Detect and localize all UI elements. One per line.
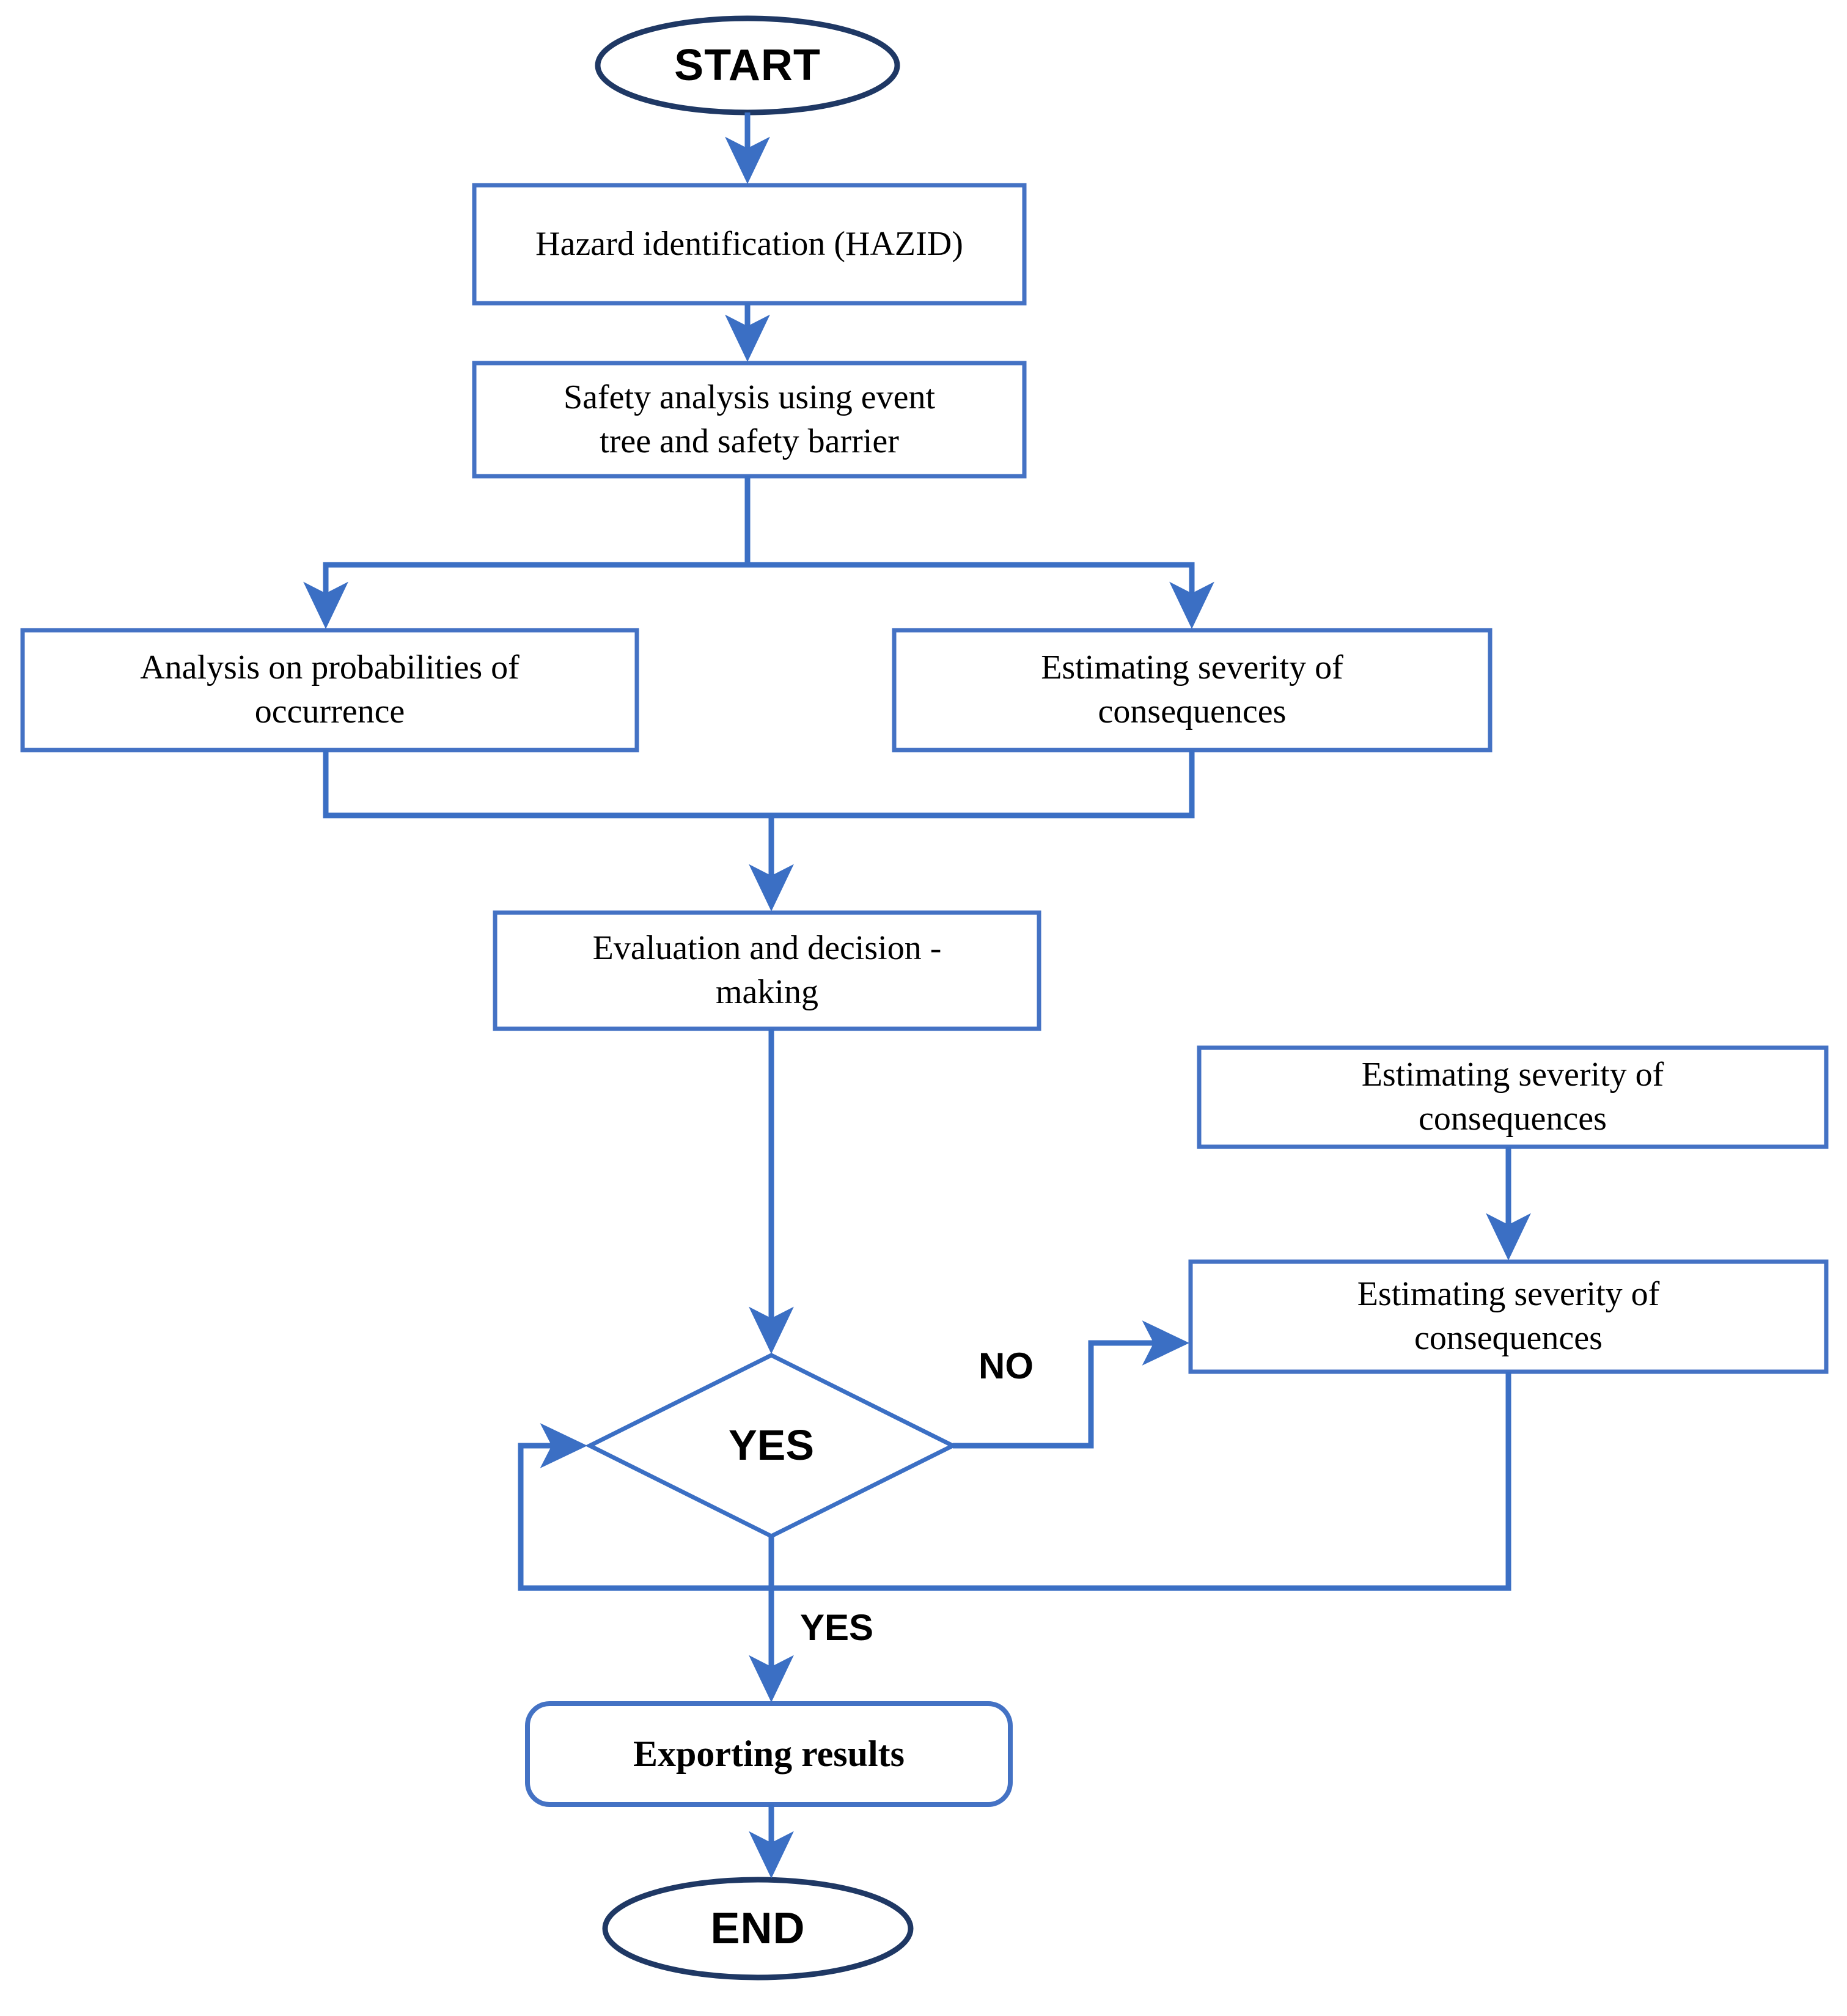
severity-1-process-shape	[892, 628, 1493, 752]
connector-safety-analysis-split	[303, 476, 751, 630]
start-terminal-shape	[595, 15, 900, 116]
connector-probabilities-merge	[323, 750, 1195, 819]
evaluation-process-shape	[493, 910, 1041, 1031]
connector-decision-no-to-severity3	[953, 1320, 1190, 1449]
connector-safety-analysis-split-right	[747, 562, 1214, 630]
end-terminal-shape	[602, 1877, 914, 1981]
safety-analysis-process-shape	[472, 361, 1027, 479]
edge-label-yes: YES	[800, 1607, 874, 1648]
hazid-process-shape	[472, 183, 1027, 306]
edge-label-no: NO	[979, 1345, 1034, 1386]
connector-severity3-loop-back	[518, 1372, 1511, 1591]
decision-diamond-shape	[585, 1353, 958, 1539]
exporting-process-shape	[525, 1701, 1013, 1807]
severity-2-process-shape	[1197, 1045, 1829, 1149]
probabilities-process-shape	[20, 628, 639, 752]
severity-3-process-shape	[1188, 1259, 1829, 1374]
